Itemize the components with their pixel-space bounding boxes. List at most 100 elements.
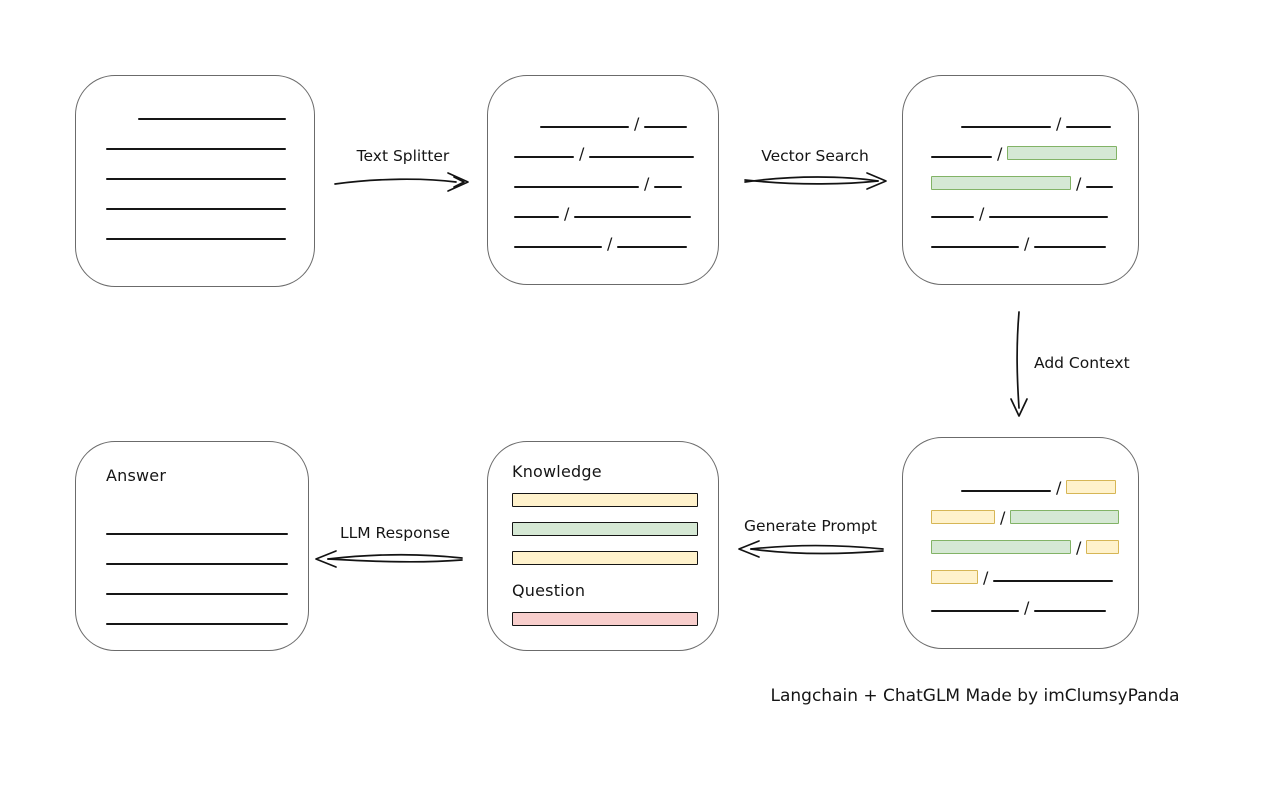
text-line <box>931 156 992 158</box>
slash-separator: / <box>564 204 570 223</box>
slash-separator: / <box>1024 234 1030 253</box>
text-line <box>514 246 602 248</box>
text-line <box>106 533 288 535</box>
attribution-caption: Langchain + ChatGLM Made by imClumsyPand… <box>770 686 1180 706</box>
slash-separator: / <box>1024 598 1030 617</box>
chunk-row: / <box>514 220 718 253</box>
text-line <box>993 580 1114 582</box>
chunk-row: / <box>931 554 1138 587</box>
text-line <box>106 148 286 150</box>
split-text-rows: / / / / / <box>488 76 718 253</box>
chunk-yellow <box>1086 540 1120 554</box>
slash-separator: / <box>634 114 640 133</box>
slash-separator: / <box>607 234 613 253</box>
llm-response-label: LLM Response <box>339 524 450 542</box>
text-line <box>106 178 286 180</box>
text-line <box>514 186 639 188</box>
text-splitter-label: Text Splitter <box>356 147 450 165</box>
add-context-label: Add Context <box>1034 354 1130 372</box>
generate-prompt-label: Generate Prompt <box>744 517 877 535</box>
chunk-green <box>1010 510 1120 524</box>
chunk-row <box>106 212 314 242</box>
chunk-yellow <box>931 570 978 584</box>
answer-box: Answer <box>75 441 309 651</box>
chunk-row: / <box>514 190 718 223</box>
chunk-row: / <box>931 494 1138 527</box>
text-line <box>574 216 692 218</box>
prompt-box: Knowledge Question <box>487 441 719 651</box>
vector-search-label: Vector Search <box>761 147 869 165</box>
text-line <box>931 610 1019 612</box>
knowledge-title: Knowledge <box>512 462 602 481</box>
chunk-row: / <box>931 464 1138 497</box>
text-line <box>961 126 1051 128</box>
generate-prompt-arrow <box>738 540 884 558</box>
chunk-row <box>106 597 308 627</box>
context-box: / / / / / <box>902 437 1139 649</box>
chunk-row <box>106 537 308 567</box>
chunk-yellow <box>931 510 995 524</box>
text-line <box>1034 610 1107 612</box>
text-line <box>540 126 629 128</box>
text-line <box>961 490 1051 492</box>
chunk-row: / <box>931 190 1138 223</box>
chunk-row <box>106 122 314 152</box>
chunk-yellow <box>1066 480 1117 494</box>
yellow-bar <box>512 551 698 565</box>
slash-separator: / <box>1056 478 1062 497</box>
text-line <box>106 623 288 625</box>
search-result-box: / / / / / <box>902 75 1139 285</box>
search-result-rows: / / / / / <box>903 76 1138 253</box>
slash-separator: / <box>1000 508 1006 527</box>
text-line <box>1066 126 1112 128</box>
slash-separator: / <box>983 568 989 587</box>
vector-search-arrow <box>744 172 887 190</box>
text-line <box>514 156 574 158</box>
text-line <box>514 216 559 218</box>
chunk-green <box>931 176 1071 190</box>
text-line <box>106 563 288 565</box>
llm-response-arrow <box>315 550 463 568</box>
slash-separator: / <box>579 144 585 163</box>
chunk-row <box>106 567 308 597</box>
text-line <box>644 126 688 128</box>
chunk-row: / <box>514 160 718 193</box>
indent-space <box>931 493 961 494</box>
slash-separator: / <box>1056 114 1062 133</box>
chunk-row: / <box>931 524 1138 557</box>
split-text-box: / / / / / <box>487 75 719 285</box>
question-bars <box>512 612 718 626</box>
green-bar <box>512 522 698 536</box>
slash-separator: / <box>1076 538 1082 557</box>
text-line <box>138 118 286 120</box>
chunk-row: / <box>931 220 1138 253</box>
slash-separator: / <box>979 204 985 223</box>
text-line <box>654 186 683 188</box>
text-line <box>106 593 288 595</box>
text-line <box>931 216 974 218</box>
document-box <box>75 75 315 287</box>
context-rows: / / / / / <box>903 438 1138 617</box>
yellow-bar <box>512 493 698 507</box>
slash-separator: / <box>644 174 650 193</box>
knowledge-bars <box>512 493 718 565</box>
chunk-row <box>106 92 314 122</box>
indent-space <box>931 129 961 130</box>
indent-space <box>514 129 540 130</box>
chunk-row: / <box>514 100 718 133</box>
chunk-row: / <box>931 584 1138 617</box>
chunk-row: / <box>931 160 1138 193</box>
answer-lines <box>106 507 308 627</box>
text-splitter-arrow <box>334 172 469 192</box>
chunk-row <box>106 507 308 537</box>
text-line <box>989 216 1109 218</box>
chunk-green <box>1007 146 1118 160</box>
document-lines <box>76 76 314 242</box>
chunk-row: / <box>514 130 718 163</box>
text-line <box>589 156 695 158</box>
slash-separator: / <box>1076 174 1082 193</box>
text-line <box>106 238 286 240</box>
chunk-row <box>106 182 314 212</box>
slash-separator: / <box>997 144 1003 163</box>
